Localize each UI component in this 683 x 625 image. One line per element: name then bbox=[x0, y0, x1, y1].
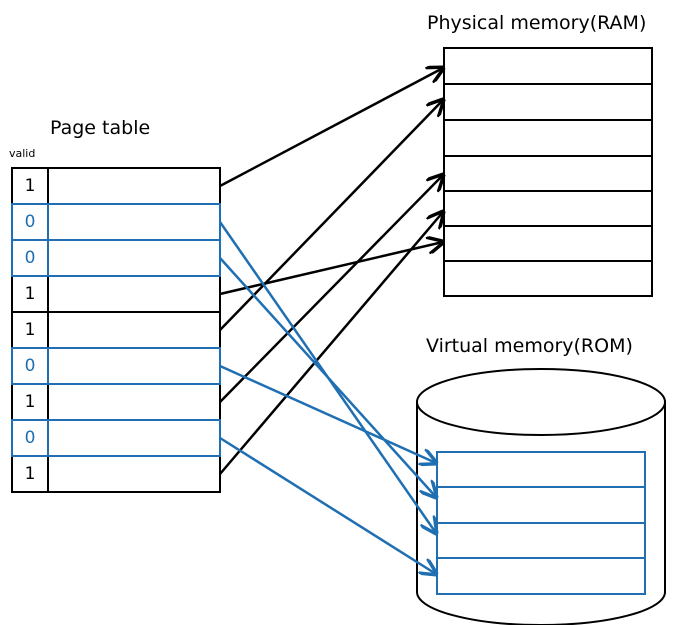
ram-mapping-arrow bbox=[219, 212, 443, 475]
page-table-row bbox=[11, 239, 221, 277]
virtual-memory-label: Virtual memory(ROM) bbox=[426, 335, 633, 357]
ram-mapping-arrow bbox=[219, 100, 443, 331]
valid-bit: 1 bbox=[24, 284, 36, 304]
rom-mapping-arrow bbox=[219, 436, 436, 574]
page-table bbox=[11, 167, 221, 493]
valid-bit: 1 bbox=[24, 176, 36, 196]
valid-bit: 1 bbox=[24, 320, 36, 340]
page-table-row bbox=[11, 347, 221, 385]
page-table-row bbox=[11, 203, 221, 241]
ram-mapping-arrow bbox=[219, 68, 443, 188]
valid-bit: 0 bbox=[24, 428, 36, 448]
ram-mapping-arrow bbox=[219, 242, 443, 296]
rom-mapping-arrow bbox=[219, 257, 436, 497]
mapping-arrows bbox=[218, 68, 443, 574]
page-table-row bbox=[11, 167, 221, 205]
valid-column-label: valid bbox=[9, 147, 36, 160]
page-table-label: Page table bbox=[50, 117, 151, 139]
valid-bit: 1 bbox=[24, 464, 36, 484]
page-table-row bbox=[11, 311, 221, 349]
page-table-row bbox=[11, 419, 221, 457]
physical-memory-label: Physical memory(RAM) bbox=[427, 12, 647, 34]
virtual-memory-cylinder bbox=[416, 368, 666, 625]
valid-bit: 1 bbox=[24, 392, 36, 412]
valid-bit: 0 bbox=[24, 248, 36, 268]
page-table-row bbox=[11, 275, 221, 313]
valid-bit: 0 bbox=[24, 356, 36, 376]
page-table-row bbox=[11, 455, 221, 493]
page-table-row bbox=[11, 383, 221, 421]
physical-memory-block bbox=[443, 47, 653, 297]
rom-mapping-arrow bbox=[219, 364, 436, 463]
ram-mapping-arrow bbox=[219, 175, 443, 403]
valid-bit: 0 bbox=[24, 212, 36, 232]
